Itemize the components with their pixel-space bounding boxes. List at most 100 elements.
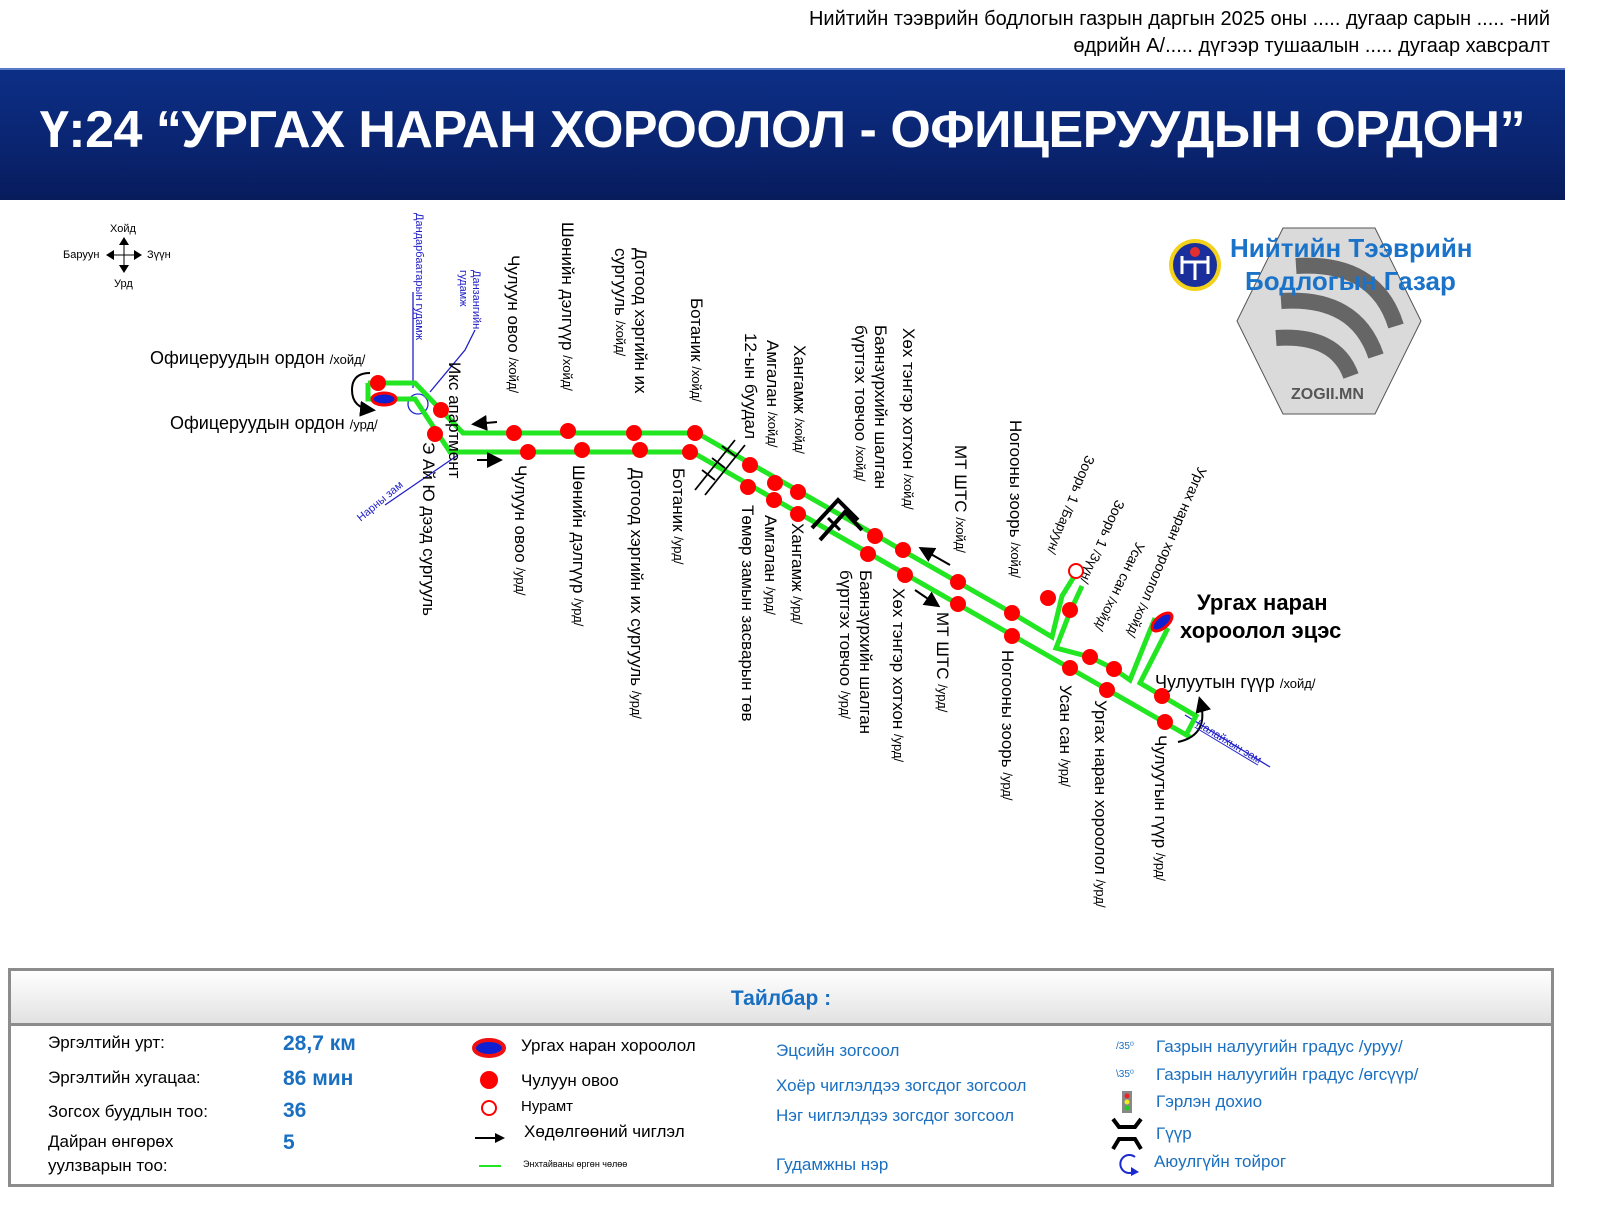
- stop-direction: /урд/: [935, 684, 950, 713]
- stop-direction: /урд/: [763, 586, 778, 615]
- stat-value: 36: [283, 1099, 307, 1122]
- stop-label-south: Э Ай Ю дээд сургууль: [418, 442, 438, 616]
- stop-direction: /урд/: [571, 598, 586, 627]
- bus-stop-marker[interactable]: [1106, 661, 1122, 677]
- bus-stop-marker[interactable]: [1004, 628, 1020, 644]
- stop-direction: /хойд/: [853, 445, 868, 482]
- bus-stop-marker[interactable]: [1099, 682, 1115, 698]
- terminal-stop-marker[interactable]: [370, 391, 398, 407]
- stop-name: Дотоод хэргийн их сургууль: [627, 468, 646, 687]
- bus-stop-marker[interactable]: [950, 574, 966, 590]
- bus-stop-marker[interactable]: [1154, 688, 1170, 704]
- stop-name: Чулуутын гүүр: [1151, 735, 1170, 849]
- bus-stop-marker[interactable]: [950, 596, 966, 612]
- bus-stop-marker[interactable]: [1062, 660, 1078, 676]
- stop-direction: /хойд/: [1008, 542, 1023, 579]
- bus-stop-marker[interactable]: [1062, 602, 1078, 618]
- street-narny: [384, 454, 459, 506]
- bus-stop-marker[interactable]: [687, 425, 703, 441]
- stop-name: Амгалан: [763, 340, 782, 408]
- bus-stop-marker[interactable]: [1082, 649, 1098, 665]
- bus-stop-marker[interactable]: [682, 444, 698, 460]
- bus-stop-marker[interactable]: [767, 475, 783, 491]
- stop-label-south: Офицеруудын ордон /урд/: [170, 413, 378, 435]
- stat-value: 5: [283, 1131, 295, 1154]
- stop-direction: /урд/: [1000, 772, 1015, 801]
- bus-stop-marker[interactable]: [790, 506, 806, 522]
- terminal-label-line-2: хороолол эцэс: [1180, 618, 1342, 643]
- bus-stop-marker[interactable]: [574, 442, 590, 458]
- stop-name: 12-ын буудал: [741, 333, 760, 439]
- bus-stop-marker[interactable]: [740, 479, 756, 495]
- terminal-ellipse-icon: [472, 1038, 506, 1058]
- street-lines: [384, 292, 1271, 768]
- stop-name: Ургах наран хороолол: [1091, 700, 1110, 875]
- bus-stop-marker[interactable]: [1157, 714, 1173, 730]
- legend-both-direction-style: Хоёр чиглэлдээ зогсдог зогсоол: [776, 1076, 1027, 1095]
- stop-name-2: сургууль: [611, 248, 630, 316]
- bus-stop-marker[interactable]: [520, 444, 536, 460]
- stop-label-south: Чулуун овоо /урд/: [510, 465, 530, 596]
- bus-stop-marker[interactable]: [560, 423, 576, 439]
- stop-label-south: Ногооны зоорь /урд/: [997, 650, 1017, 800]
- arrow-right-icon: [475, 1133, 505, 1143]
- zogii-watermark: ZOGII.MN: [1236, 226, 1422, 416]
- legend-panel: Тайлбар : Эргэлтийн урт: 28,7 км Эргэлти…: [8, 968, 1554, 1187]
- stop-name-2: бүртгэх товчоо: [851, 325, 870, 442]
- stop-name: Усан сан: [1056, 685, 1075, 755]
- stop-direction: /хойд/: [1279, 676, 1316, 691]
- order-reference: Нийтийн тээврийн бодлогын газрын даргын …: [809, 6, 1550, 60]
- stop-label-south: Дотоод хэргийн их сургууль /урд/: [626, 468, 646, 719]
- bus-stop-marker[interactable]: [895, 542, 911, 558]
- stop-label-north: Ботаник /хойд/: [686, 298, 706, 402]
- stop-name: Хөх тэнгэр хотхон: [899, 328, 918, 470]
- legend-symbol-icons: [472, 1038, 506, 1167]
- legend-header: Тайлбар :: [11, 971, 1551, 1026]
- stop-label-north: 12-ын буудал: [740, 333, 760, 439]
- legend-other-label: Газрын налуугийн градус /өгсүүр/: [1156, 1065, 1419, 1084]
- order-line-1: Нийтийн тээврийн бодлогын газрын даргын …: [808, 8, 1550, 30]
- stop-direction: /хойд/: [765, 411, 780, 448]
- bus-stop-marker[interactable]: [506, 425, 522, 441]
- label-line: бүртгэх товчоо /урд/: [835, 570, 855, 734]
- compass-east: Зүүн: [147, 249, 171, 261]
- bus-stop-marker[interactable]: [1040, 590, 1056, 606]
- street-label-dandarbaatar: Дандарбаатарын гудамж: [413, 213, 425, 341]
- bus-stop-marker[interactable]: [867, 528, 883, 544]
- stop-name: Шөнийн дэлгүүр: [558, 222, 577, 351]
- stop-label-north: Амгалан /хойд/: [762, 340, 782, 447]
- stop-name: Шөнийн дэлгүүр: [569, 465, 588, 594]
- stop-name: Ногооны зоорь: [998, 650, 1017, 768]
- label-line: Баянзүрхийн шалган: [855, 570, 875, 734]
- bus-stop-marker[interactable]: [370, 375, 386, 391]
- bus-stop-marker[interactable]: [766, 492, 782, 508]
- compass-west: Баруун: [63, 249, 100, 261]
- bus-stop-marker[interactable]: [790, 484, 806, 500]
- stop-label-south: Хөх тэнгэр хотхон /урд/: [888, 588, 908, 762]
- legend-one-direction-style: Нэг чиглэлдээ зогсдог зогсоол: [776, 1106, 1015, 1125]
- bus-stop-marker[interactable]: [742, 457, 758, 473]
- stop-name: Э Ай Ю дээд сургууль: [419, 442, 438, 616]
- bus-stop-marker[interactable]: [427, 426, 443, 442]
- stop-direction: /урд/: [349, 417, 378, 432]
- compass-icon: [106, 237, 142, 273]
- open-stop-marker[interactable]: [1068, 563, 1084, 579]
- terminal-stop-marker[interactable]: [1149, 610, 1175, 635]
- bus-stop-marker[interactable]: [632, 442, 648, 458]
- stop-name: Офицеруудын ордон: [170, 413, 345, 433]
- stat-value: 28,7 км: [283, 1032, 356, 1055]
- bus-stop-marker[interactable]: [433, 402, 449, 418]
- legend-other-label: Гүүр: [1156, 1124, 1192, 1143]
- bus-stop-marker[interactable]: [1004, 605, 1020, 621]
- route-lines: [365, 380, 1200, 740]
- legend-symbol-label: Хөдөлгөөний чиглэл: [524, 1122, 685, 1141]
- stop-name: Баянзүрхийн шалган: [871, 325, 890, 490]
- bus-stop-marker[interactable]: [626, 425, 642, 441]
- stop-name: Ногооны зоорь: [1006, 420, 1025, 538]
- bus-stop-marker[interactable]: [860, 546, 876, 562]
- bus-stop-marker[interactable]: [897, 567, 913, 583]
- stop-direction: /хойд/: [329, 352, 366, 367]
- stop-name: МТ ШТС: [951, 445, 970, 513]
